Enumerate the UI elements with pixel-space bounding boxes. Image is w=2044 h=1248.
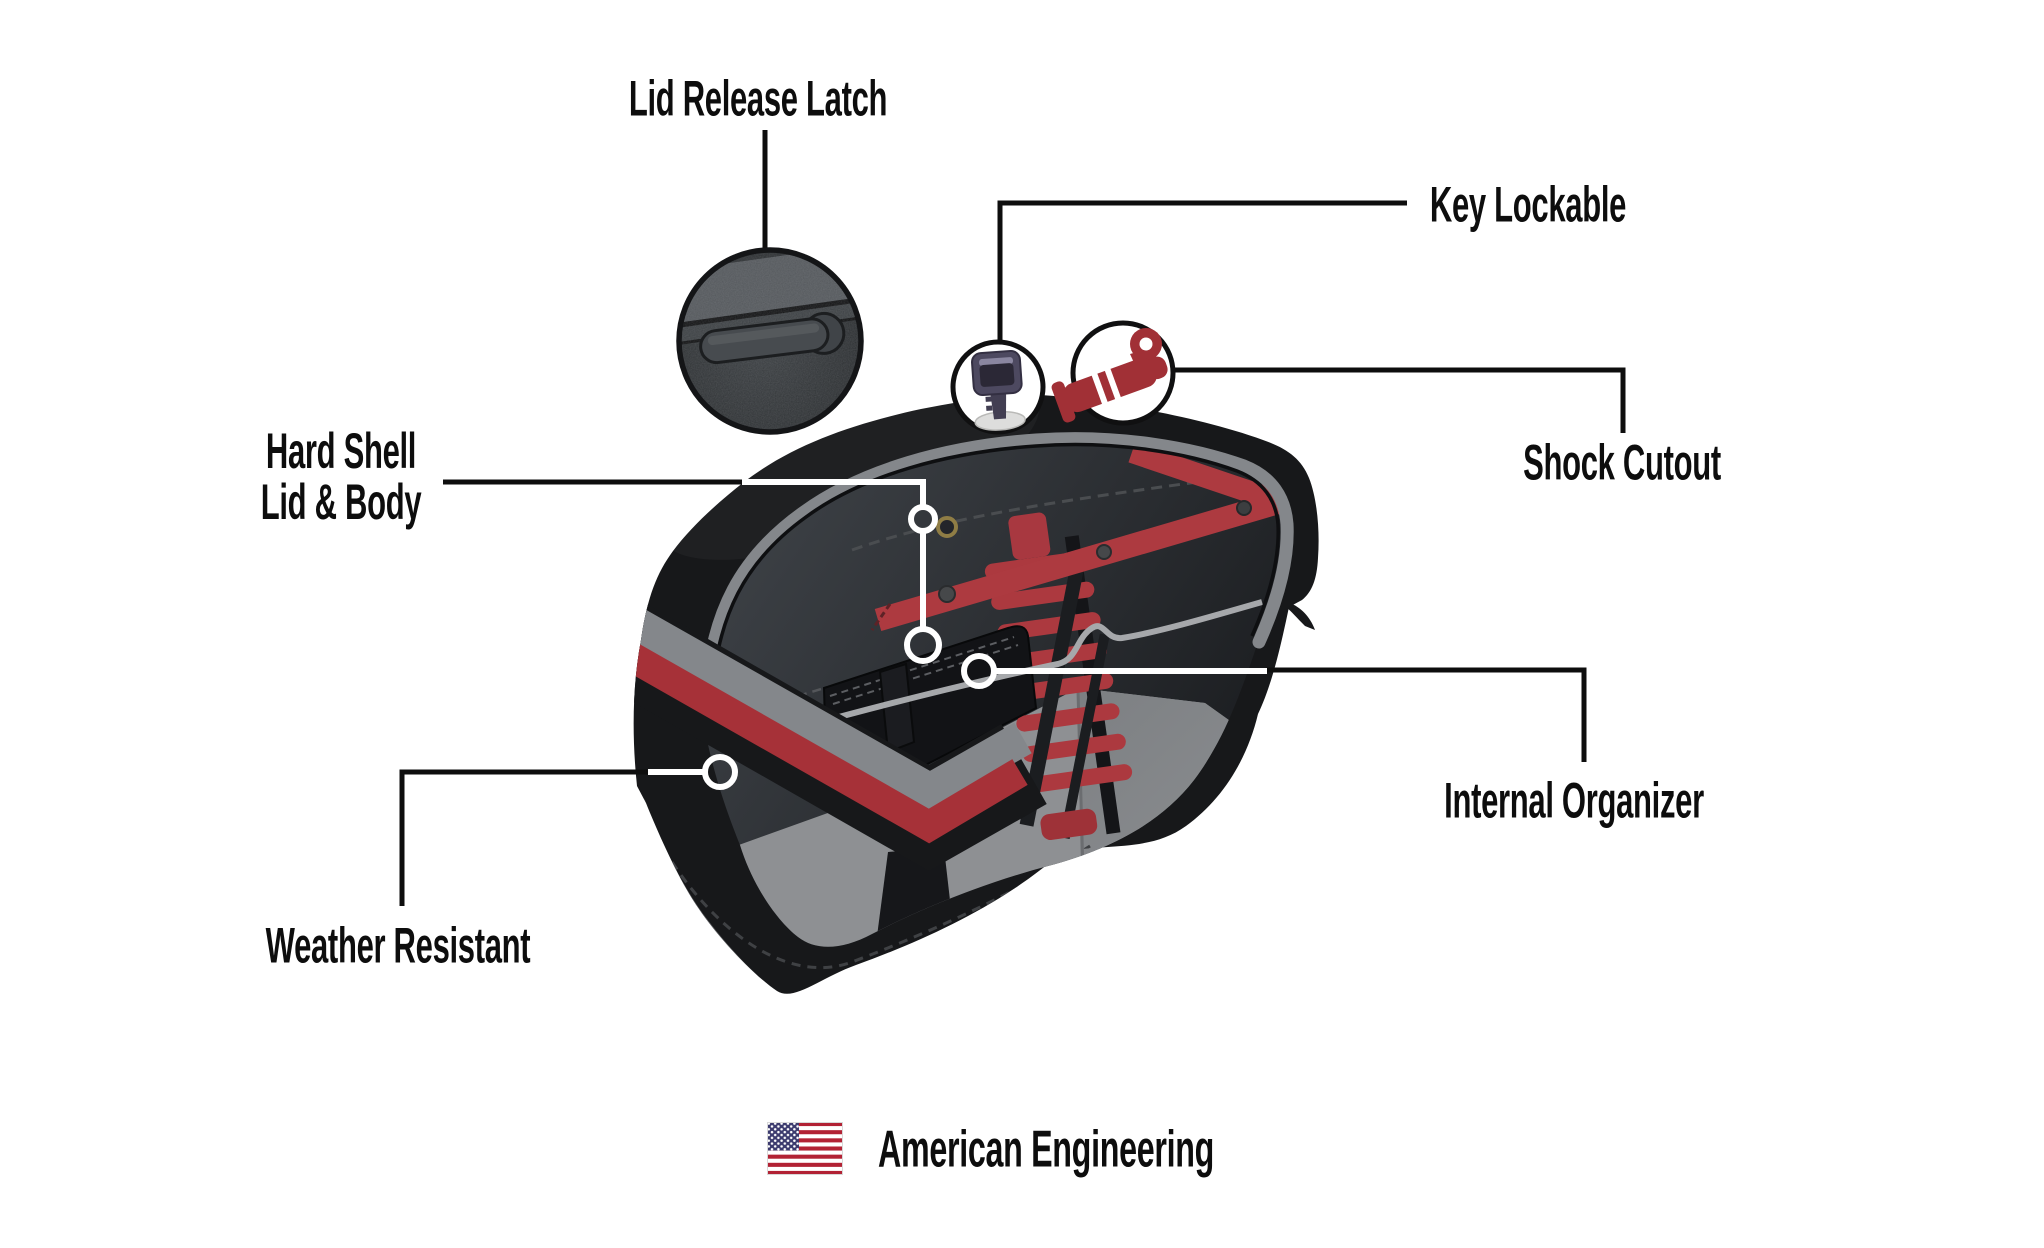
label-hard-shell: Hard Shell Lid & Body [261, 426, 422, 528]
label-internal-organizer: Internal Organizer [1444, 772, 1704, 829]
mount-frame [870, 441, 1284, 632]
saddlebag-body [633, 395, 1319, 994]
label-hard-shell-line1: Hard Shell [265, 423, 417, 479]
us-flag-icon [767, 1122, 843, 1175]
key-connector [997, 200, 1407, 345]
shock-absorber-icon [1051, 320, 1176, 426]
key-icon [950, 339, 1046, 435]
weather-connector [399, 769, 649, 906]
label-american-engineering: American Engineering [878, 1120, 1214, 1179]
organizer-connector [1266, 667, 1587, 762]
lid-chevron-stripes [633, 585, 1047, 871]
label-hard-shell-line2: Lid & Body [260, 474, 422, 530]
lid-latch-detail-icon [676, 247, 864, 435]
opening-rim [699, 432, 1294, 709]
label-key-lockable: Key Lockable [1429, 176, 1627, 233]
interior-piping [805, 599, 1263, 729]
callout-connectors [399, 130, 1626, 906]
latch-lever [699, 311, 846, 365]
callout-markers [648, 479, 1267, 790]
label-lid-release-latch: Lid Release Latch [628, 70, 888, 127]
label-weather-resistant: Weather Resistant [265, 917, 531, 974]
shock-connector [1173, 367, 1626, 433]
grommet-icon [936, 516, 958, 538]
label-shock-cutout: Shock Cutout [1523, 434, 1721, 491]
